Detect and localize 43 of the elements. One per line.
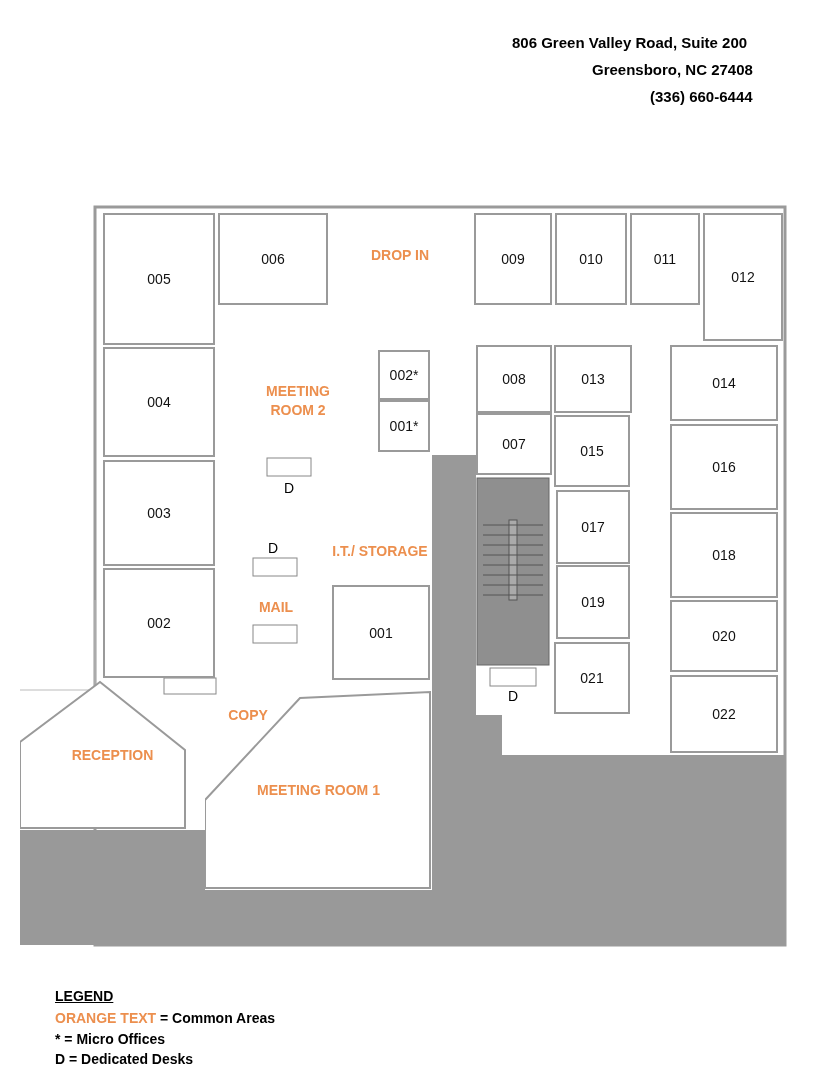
area-label: MAIL (254, 590, 298, 624)
room: 004 (103, 347, 215, 457)
room: 001 (332, 585, 430, 680)
room: 017 (556, 490, 630, 564)
area-label: COPY (222, 702, 274, 728)
room: 009 (474, 213, 552, 305)
room: 015 (554, 415, 630, 487)
room: 008 (476, 345, 552, 413)
room-name: MEETING ROOM 1 (257, 780, 380, 800)
room: 010 (555, 213, 627, 305)
room: 022 (670, 675, 778, 753)
room: MEETING ROOM 2 (253, 346, 343, 456)
room-outline (205, 690, 432, 890)
room: 012 (703, 213, 783, 341)
room: 020 (670, 600, 778, 672)
room: 006 (218, 213, 328, 305)
room: 021 (554, 642, 630, 714)
legend-title: LEGEND (55, 988, 114, 1004)
address-text: 806 Green Valley Road, Suite 200 (512, 34, 748, 51)
area-label: DROP IN (340, 238, 460, 272)
room-name: RECEPTION (71, 745, 154, 765)
room: 003 (103, 460, 215, 566)
room: 002* (378, 350, 430, 400)
legend-sample-text: ORANGE TEXT (55, 1010, 157, 1026)
room: 007 (476, 413, 552, 475)
room: 011 (630, 213, 700, 305)
room: 001* (378, 400, 430, 452)
room: 013 (554, 345, 632, 413)
room: 018 (670, 512, 778, 598)
room: 014 (670, 345, 778, 421)
phone-number: (336) 660-6444 (650, 88, 753, 105)
room: 019 (556, 565, 630, 639)
legend-text: * = Micro Offices (55, 1031, 166, 1047)
legend-text: = Common Areas (160, 1010, 275, 1026)
legend-text: D = Dedicated Desks (55, 1051, 194, 1067)
address-text: Greensboro, NC 27408 (592, 61, 753, 78)
room: I.T./ STORAGE (330, 520, 430, 582)
desk-marker: D (268, 540, 279, 556)
room: 002 (103, 568, 215, 678)
room: 005 (103, 213, 215, 345)
desk-marker: D (284, 480, 295, 496)
desk-marker: D (508, 688, 519, 704)
room: 016 (670, 424, 778, 510)
